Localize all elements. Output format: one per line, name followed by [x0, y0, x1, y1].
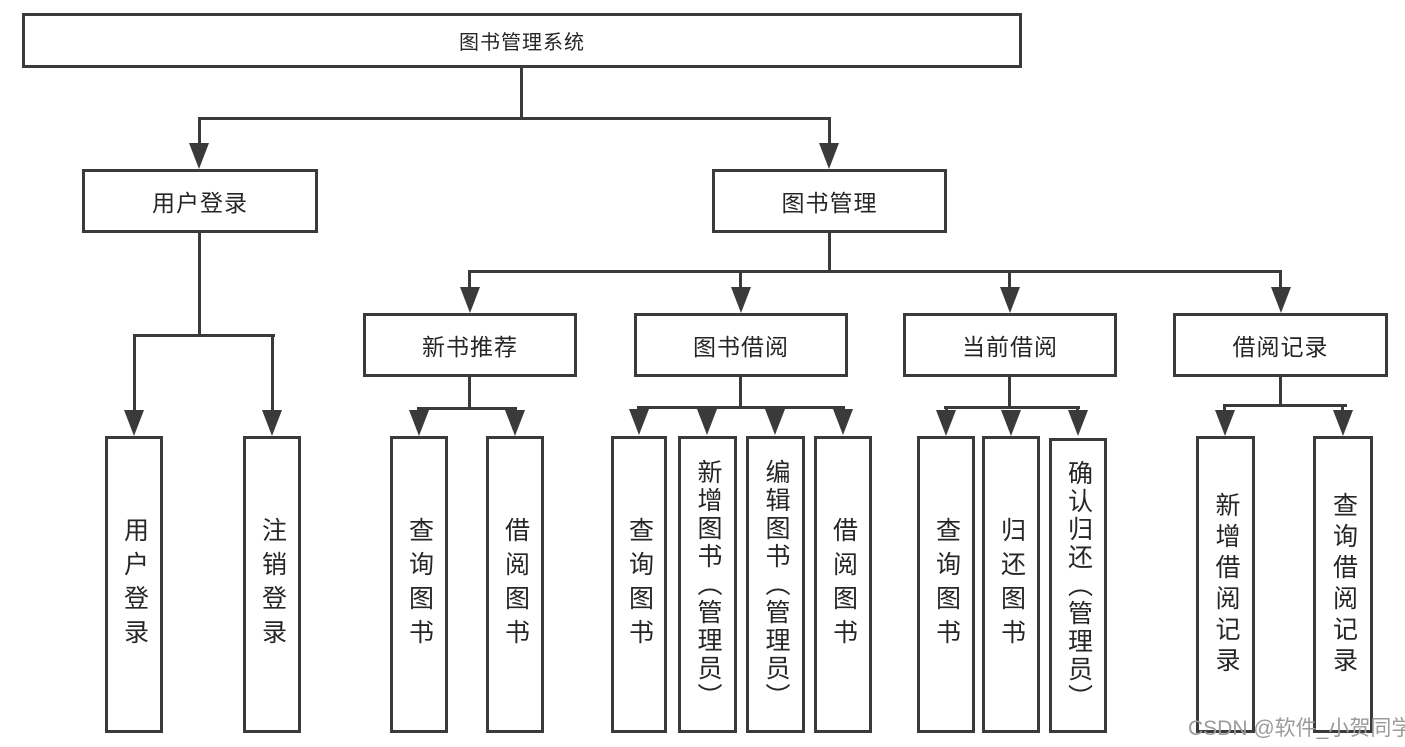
arrowhead-to-leaf-add-borrow-record	[1215, 410, 1235, 436]
connector-rec-trunk	[468, 377, 471, 410]
leaf-query-books-current: 查询图书	[917, 436, 975, 733]
leaf-borrow-books-recommend: 借阅图书	[486, 436, 544, 733]
arrowhead-to-leaf-borrow-books	[833, 409, 853, 435]
node-new-book-recommend-label: 新书推荐	[422, 334, 518, 360]
node-current-borrowing: 当前借阅	[903, 313, 1117, 377]
leaf-add-books-admin: 新增图书（管理员）	[678, 436, 737, 733]
connector-login-crossbar	[133, 334, 275, 337]
arrowhead-to-leaf-query-books-borrowing	[629, 409, 649, 435]
leaf-user-login-label: 用户登录	[120, 516, 149, 653]
connector-mgmt-stub-1	[468, 270, 471, 290]
connector-root-right-stub	[828, 117, 831, 145]
node-current-borrowing-label: 当前借阅	[962, 334, 1058, 360]
leaf-query-books-borrowing-label: 查询图书	[625, 516, 654, 653]
leaf-add-books-admin-label: 新增图书（管理员）	[694, 458, 722, 711]
connector-root-left-stub	[198, 117, 201, 145]
leaf-return-books: 归还图书	[982, 436, 1040, 733]
connector-login-trunk	[198, 233, 201, 337]
connector-records-crossbar	[1223, 404, 1347, 407]
connector-borrow-trunk	[739, 377, 742, 409]
connector-mgmt-stub-3	[1008, 270, 1011, 290]
arrowhead-to-new-book-recommend	[460, 287, 480, 313]
csdn-watermark: CSDN @软件_小贺同学	[1188, 717, 1405, 740]
connector-mgmt-stub-2	[739, 270, 742, 290]
connector-root-crossbar	[198, 117, 831, 120]
connector-borrow-crossbar	[637, 406, 845, 409]
connector-mgmt-trunk	[828, 233, 831, 273]
connector-mgmt-crossbar	[468, 270, 1282, 273]
connector-current-crossbar	[944, 406, 1080, 409]
leaf-confirm-return-admin-label: 确认归还（管理员）	[1064, 459, 1093, 712]
node-root: 图书管理系统	[22, 13, 1022, 68]
leaf-user-login: 用户登录	[105, 436, 163, 733]
leaf-confirm-return-admin: 确认归还（管理员）	[1049, 438, 1107, 733]
node-book-management: 图书管理	[712, 169, 947, 233]
arrowhead-to-leaf-add-books	[697, 409, 717, 435]
connector-records-stub-2	[1341, 404, 1344, 414]
leaf-borrow-books-label: 借阅图书	[829, 516, 858, 653]
node-root-label: 图书管理系统	[459, 32, 585, 54]
connector-login-right-stub	[271, 334, 274, 410]
node-user-login: 用户登录	[82, 169, 318, 233]
arrowhead-to-leaf-query-books-current	[936, 410, 956, 436]
arrowhead-to-leaf-return-books	[1001, 410, 1021, 436]
connector-login-left-stub	[133, 334, 136, 410]
node-user-login-label: 用户登录	[152, 190, 248, 216]
node-borrowing-records-label: 借阅记录	[1232, 334, 1329, 360]
arrowhead-to-book-borrowing	[731, 287, 751, 313]
leaf-return-books-label: 归还图书	[997, 516, 1026, 653]
arrowhead-to-leaf-confirm-return	[1068, 410, 1088, 436]
arrowhead-to-user-login	[189, 143, 209, 169]
leaf-logout-label: 注销登录	[258, 516, 287, 653]
leaf-edit-books-admin-label: 编辑图书（管理员）	[762, 458, 790, 711]
arrowhead-to-leaf-query-books-recommend	[409, 410, 429, 436]
leaf-logout: 注销登录	[243, 436, 301, 733]
leaf-borrow-books-recommend-label: 借阅图书	[501, 516, 530, 653]
arrowhead-to-borrowing-records	[1271, 287, 1291, 313]
connector-records-stub-1	[1223, 404, 1226, 414]
leaf-add-borrow-record: 新增借阅记录	[1196, 436, 1255, 733]
leaf-query-books-borrowing: 查询图书	[611, 436, 667, 733]
leaf-add-borrow-record-label: 新增借阅记录	[1212, 491, 1240, 678]
arrowhead-to-book-management	[819, 143, 839, 169]
node-new-book-recommend: 新书推荐	[363, 313, 577, 377]
leaf-query-books-recommend-label: 查询图书	[405, 516, 434, 653]
node-borrowing-records: 借阅记录	[1173, 313, 1388, 377]
arrowhead-to-leaf-logout	[262, 410, 282, 436]
arrowhead-to-leaf-edit-books	[765, 409, 785, 435]
connector-root-trunk	[520, 68, 523, 118]
leaf-borrow-books: 借阅图书	[814, 436, 872, 733]
node-book-borrowing-label: 图书借阅	[693, 334, 789, 360]
leaf-query-books-current-label: 查询图书	[932, 516, 961, 653]
leaf-query-borrow-record-label: 查询借阅记录	[1329, 491, 1358, 678]
connector-rec-crossbar	[417, 407, 517, 410]
arrowhead-to-current-borrowing	[1000, 287, 1020, 313]
connector-current-trunk	[1008, 377, 1011, 409]
leaf-edit-books-admin: 编辑图书（管理员）	[746, 436, 805, 733]
arrowhead-to-leaf-borrow-books-recommend	[505, 410, 525, 436]
arrowhead-to-leaf-user-login	[124, 410, 144, 436]
node-book-management-label: 图书管理	[781, 190, 878, 216]
connector-mgmt-stub-4	[1279, 270, 1282, 290]
leaf-query-books-recommend: 查询图书	[390, 436, 448, 733]
connector-records-trunk	[1279, 377, 1282, 407]
node-book-borrowing: 图书借阅	[634, 313, 848, 377]
arrowhead-to-leaf-query-borrow-record	[1333, 410, 1353, 436]
leaf-query-borrow-record: 查询借阅记录	[1313, 436, 1373, 733]
